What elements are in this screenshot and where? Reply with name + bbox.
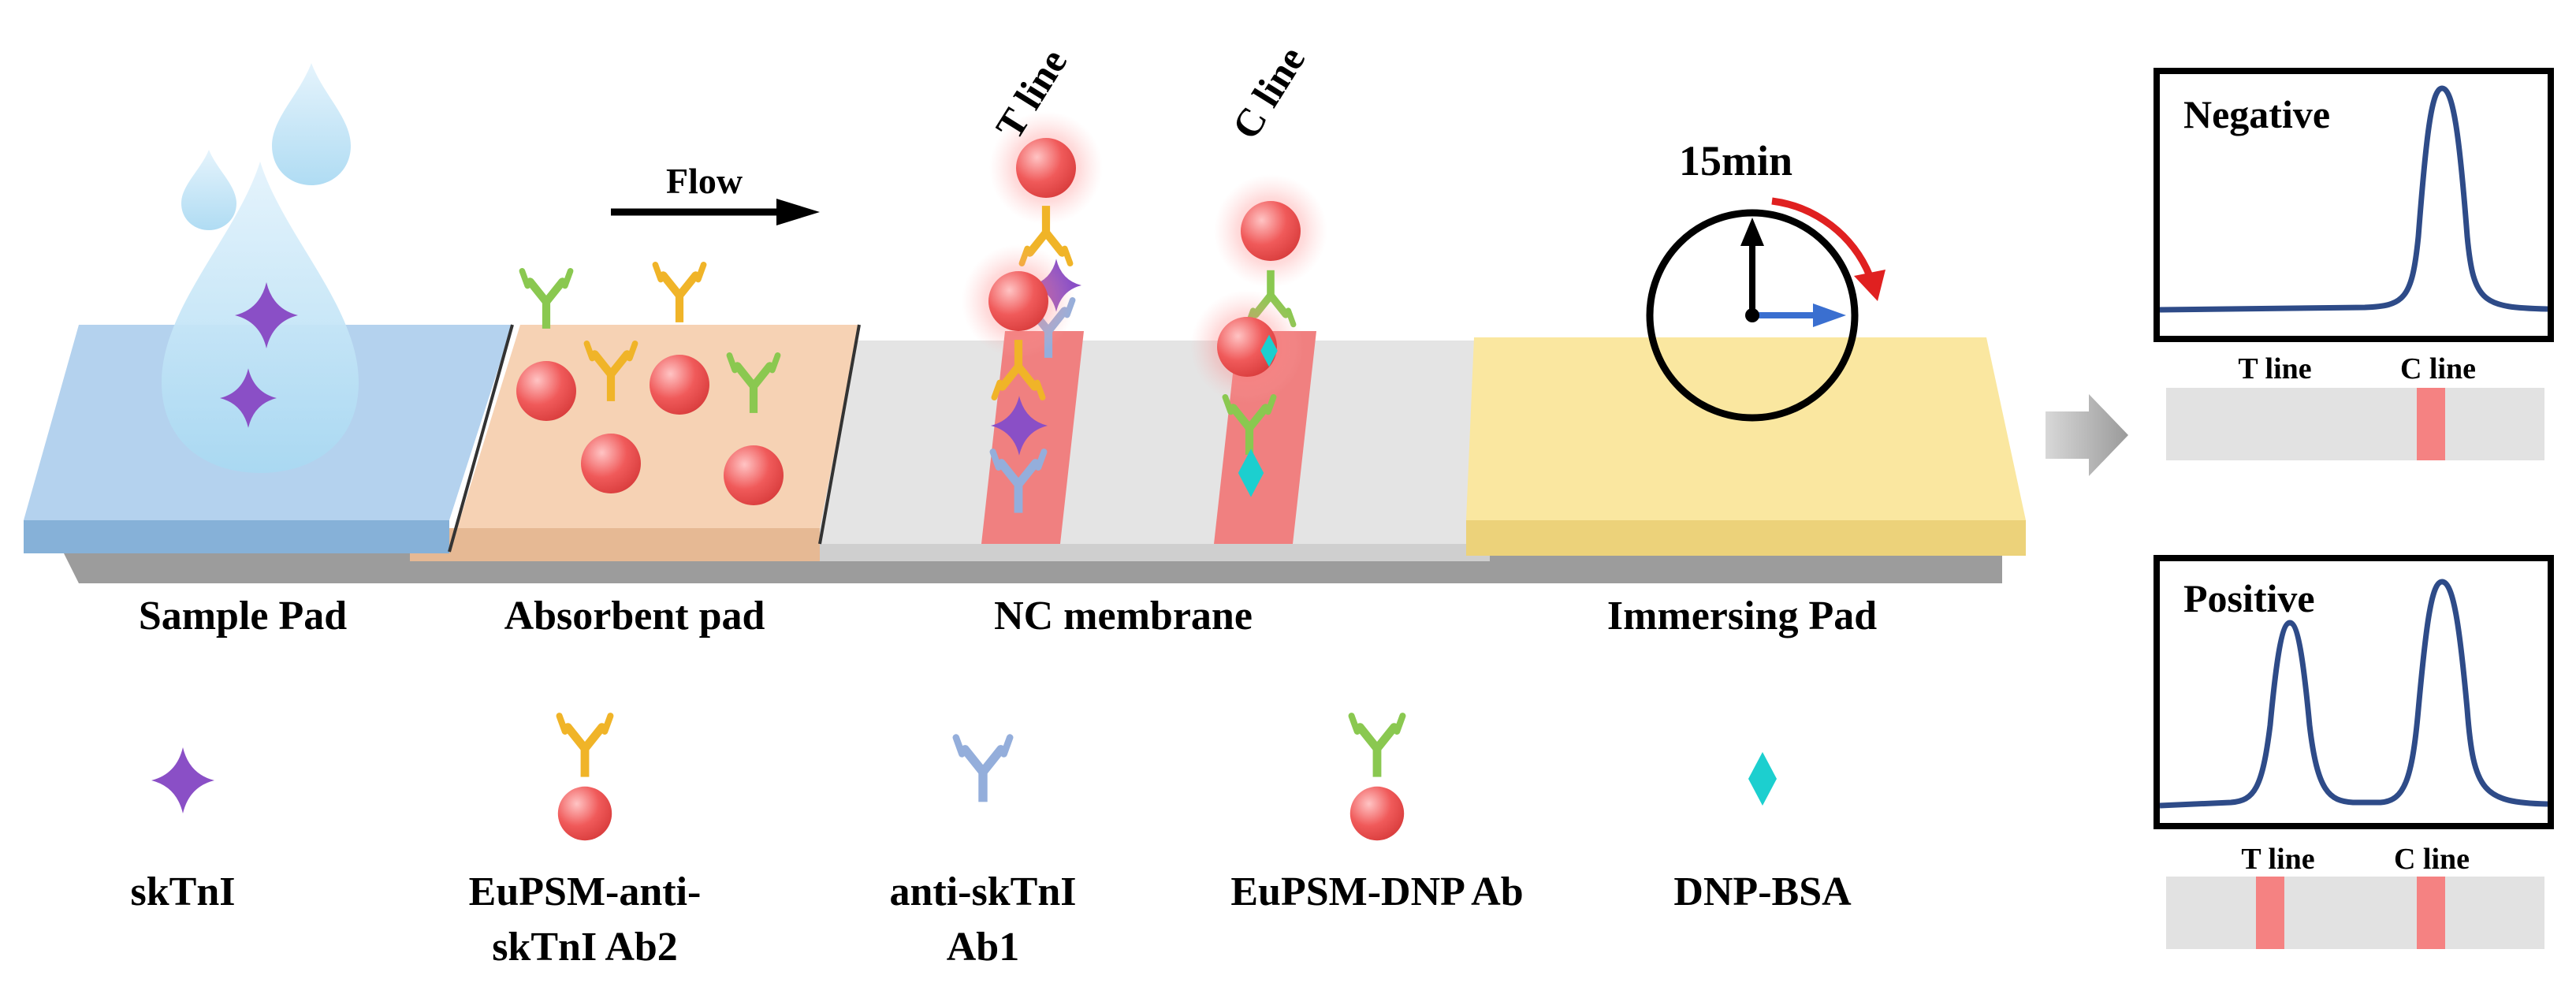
legend-sktni: skTnI bbox=[131, 869, 236, 914]
sample-drops bbox=[162, 63, 359, 473]
c-line-complexes bbox=[1190, 174, 1327, 497]
result-arrow bbox=[2046, 394, 2128, 476]
negative-result-panel: Negative T line C line bbox=[2153, 68, 2554, 460]
legend-ab1-line1: anti-skTnI bbox=[890, 869, 1077, 914]
immersing-pad-label: Immersing Pad bbox=[1607, 594, 1877, 638]
negative-t-line-label: T line bbox=[2238, 352, 2311, 385]
drop-medium bbox=[272, 63, 351, 185]
flow-indicator: Flow bbox=[611, 161, 820, 225]
positive-t-band bbox=[2256, 877, 2284, 949]
absorbent-pad-label: Absorbent pad bbox=[504, 594, 765, 638]
flow-label: Flow bbox=[666, 161, 743, 201]
dnp-bsa-legend-icon bbox=[1748, 752, 1777, 806]
positive-c-line-label: C line bbox=[2394, 843, 2470, 876]
ab2-legend-icon bbox=[558, 716, 612, 841]
positive-curve bbox=[2159, 579, 2548, 809]
c-line-label: C line bbox=[1223, 39, 1313, 147]
legend-ab1-line2: Ab1 bbox=[947, 925, 1019, 970]
positive-plot-frame bbox=[2153, 555, 2554, 829]
positive-result-panel: Positive T line C line bbox=[2153, 555, 2554, 949]
negative-c-line-label: C line bbox=[2400, 352, 2476, 385]
sample-pad-label: Sample Pad bbox=[139, 594, 347, 638]
legend-ab2-line1: EuPSM-anti- bbox=[469, 869, 702, 914]
dnp-ab-legend-icon bbox=[1350, 716, 1404, 841]
nc-membrane bbox=[780, 341, 1498, 544]
negative-title: Negative bbox=[2183, 92, 2330, 136]
negative-c-band bbox=[2417, 388, 2445, 460]
timer-label: 15min bbox=[1679, 137, 1792, 184]
negative-strip bbox=[2166, 388, 2544, 460]
legend-dnp-ab: EuPSM-DNP Ab bbox=[1230, 869, 1523, 914]
clock-icon bbox=[1646, 209, 1859, 422]
positive-title: Positive bbox=[2183, 576, 2315, 620]
immersing-pad bbox=[1466, 337, 2026, 520]
negative-curve bbox=[2159, 85, 2548, 313]
positive-c-band bbox=[2417, 877, 2445, 949]
absorbent-pad bbox=[457, 325, 859, 528]
legend-dnp-bsa: DNP-BSA bbox=[1673, 869, 1852, 914]
positive-strip bbox=[2166, 877, 2544, 949]
t-line-complexes bbox=[962, 111, 1103, 513]
drop-small bbox=[181, 150, 236, 230]
legend-ab2-line2: skTnI Ab2 bbox=[492, 925, 678, 970]
nc-membrane-label: NC membrane bbox=[994, 594, 1253, 638]
positive-t-line-label: T line bbox=[2241, 843, 2314, 876]
timer: 15min bbox=[1646, 137, 1885, 422]
legend: skTnI EuPSM-anti- skTnI Ab2 anti-skTnI A… bbox=[131, 716, 1852, 970]
sktni-legend-icon bbox=[151, 747, 214, 813]
ab1-legend-icon bbox=[956, 738, 1010, 802]
rotation-arrow bbox=[1771, 197, 1874, 277]
